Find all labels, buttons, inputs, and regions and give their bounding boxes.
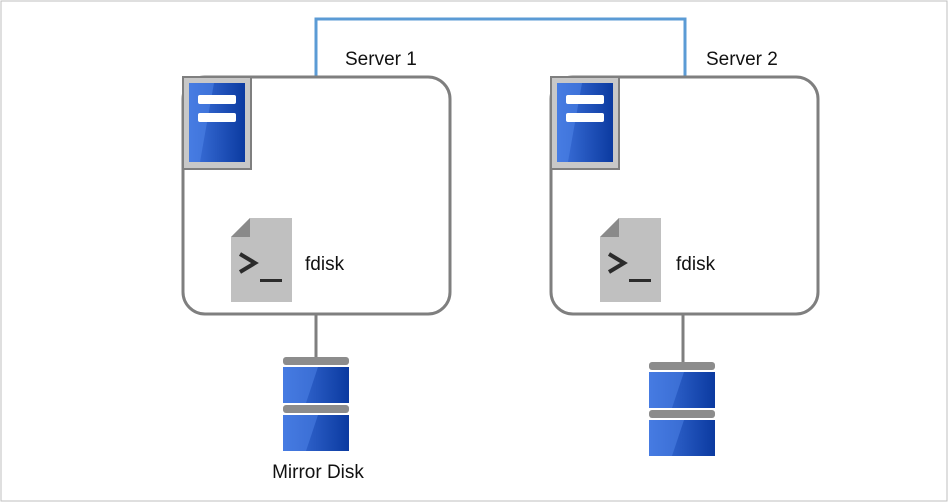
server-1-command-label: fdisk [305,254,345,275]
terminal-icon [600,218,661,302]
server-2: Server 2 fdisk [549,49,820,456]
server-1: Server 1 fdisk Mirror Disk [181,49,452,483]
disk-icon [283,357,349,451]
mirror-disk-label: Mirror Disk [272,462,364,483]
server-1-label: Server 1 [345,49,417,70]
server-2-label: Server 2 [706,49,778,70]
server-icon [550,76,620,170]
network-line [314,17,687,77]
server-2-command-label: fdisk [676,254,716,275]
server-icon [182,76,252,170]
terminal-icon [231,218,292,302]
disk-icon [649,362,715,456]
